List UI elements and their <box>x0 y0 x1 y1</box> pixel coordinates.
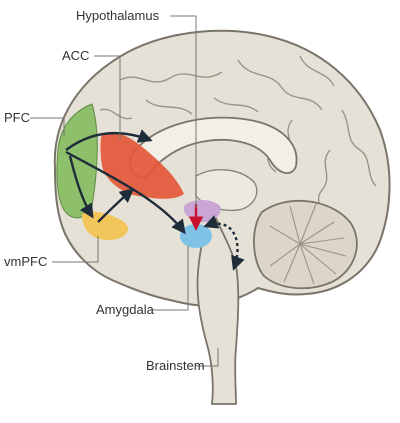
label-brainstem: Brainstem <box>146 358 205 373</box>
label-pfc: PFC <box>4 110 30 125</box>
label-vmpfc: vmPFC <box>4 254 47 269</box>
label-hypothalamus: Hypothalamus <box>76 8 160 23</box>
pfc-region <box>56 103 98 219</box>
vmpfc-region <box>82 211 129 240</box>
arrow-pfc-to-vmpfc <box>68 155 94 219</box>
arrow-pfc-to-acc <box>65 129 153 151</box>
label-amygdala: Amygdala <box>96 302 155 317</box>
label-acc: ACC <box>62 48 89 63</box>
cerebellum <box>253 200 358 290</box>
arrow-amygdala-to-brainstem <box>203 215 245 271</box>
leader-lines <box>30 15 219 367</box>
arrow-vmpfc-to-acc <box>97 188 135 223</box>
connection-arrows <box>65 129 245 271</box>
